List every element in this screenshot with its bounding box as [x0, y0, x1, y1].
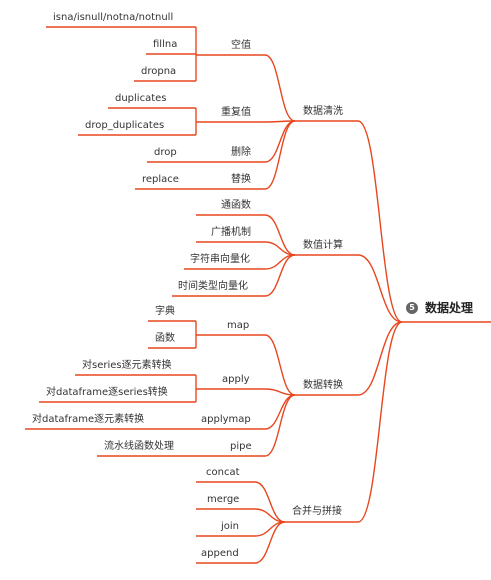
- node-broadcasting[interactable]: 广播机制: [211, 227, 251, 238]
- node-string-vectorization[interactable]: 字符串向量化: [190, 254, 250, 265]
- root-branch-connector-0: [357, 120, 403, 323]
- root-branch-connector-2: [357, 321, 403, 396]
- node-datetime-vectorization[interactable]: 时间类型向量化: [178, 281, 248, 292]
- root-branch-connector-1: [357, 254, 403, 323]
- branch-node-connector-8: [264, 334, 296, 396]
- node-ufunc[interactable]: 通函数: [221, 200, 251, 211]
- node-duplicate-values[interactable]: 重复值: [221, 107, 251, 118]
- leaf-replace[interactable]: replace: [142, 174, 179, 185]
- branch-data-cleaning[interactable]: 数据清洗: [303, 106, 343, 117]
- branch-merge-concat[interactable]: 合并与拼接: [292, 506, 342, 517]
- branch-node-connector-4: [264, 214, 296, 256]
- node-missing-values[interactable]: 空值: [231, 40, 251, 51]
- root-branch-connector-3: [357, 321, 403, 523]
- branch-node-connector-15: [254, 521, 286, 564]
- leaf-duplicates[interactable]: duplicates: [115, 93, 167, 104]
- leaf-dataframe-seriewise[interactable]: 对dataframe逐series转换: [46, 387, 168, 398]
- node-replace[interactable]: 替换: [231, 174, 251, 185]
- branch-numeric-computation[interactable]: 数值计算: [303, 240, 343, 251]
- leaf-isna[interactable]: isna/isnull/notna/notnull: [53, 12, 174, 23]
- node-apply[interactable]: apply: [222, 374, 250, 385]
- branch-node-connector-7: [264, 254, 296, 297]
- number-badge: 5: [406, 301, 418, 314]
- root-node[interactable]: 5 数据处理: [406, 299, 473, 316]
- root-title: 数据处理: [425, 301, 474, 315]
- leaf-dict[interactable]: 字典: [155, 306, 175, 317]
- leaf-function[interactable]: 函数: [155, 333, 175, 344]
- leaf-pipeline[interactable]: 流水线函数处理: [104, 441, 174, 452]
- node-map[interactable]: map: [227, 320, 250, 331]
- branch-node-connector-11: [264, 394, 296, 457]
- leaf-dataframe-elementwise[interactable]: 对dataframe逐元素转换: [32, 414, 145, 425]
- node-delete[interactable]: 删除: [231, 147, 251, 158]
- branch-node-connector-12: [254, 481, 286, 523]
- leaf-drop-duplicates[interactable]: drop_duplicates: [85, 120, 165, 131]
- leaf-drop[interactable]: drop: [154, 147, 177, 158]
- branch-node-connector-0: [264, 54, 296, 122]
- node-pipe[interactable]: pipe: [230, 441, 252, 452]
- leaf-fillna[interactable]: fillna: [153, 39, 178, 50]
- branch-data-transformation[interactable]: 数据转换: [303, 380, 343, 391]
- leaf-series-elementwise[interactable]: 对series逐元素转换: [82, 360, 172, 371]
- node-merge[interactable]: merge: [207, 494, 240, 505]
- node-concat[interactable]: concat: [206, 467, 240, 478]
- branch-node-connector-9: [264, 388, 296, 396]
- leaf-dropna[interactable]: dropna: [141, 66, 177, 77]
- branch-node-connector-3: [264, 120, 296, 190]
- node-append[interactable]: append: [201, 548, 239, 559]
- node-join[interactable]: join: [221, 521, 240, 532]
- node-applymap[interactable]: applymap: [201, 414, 251, 425]
